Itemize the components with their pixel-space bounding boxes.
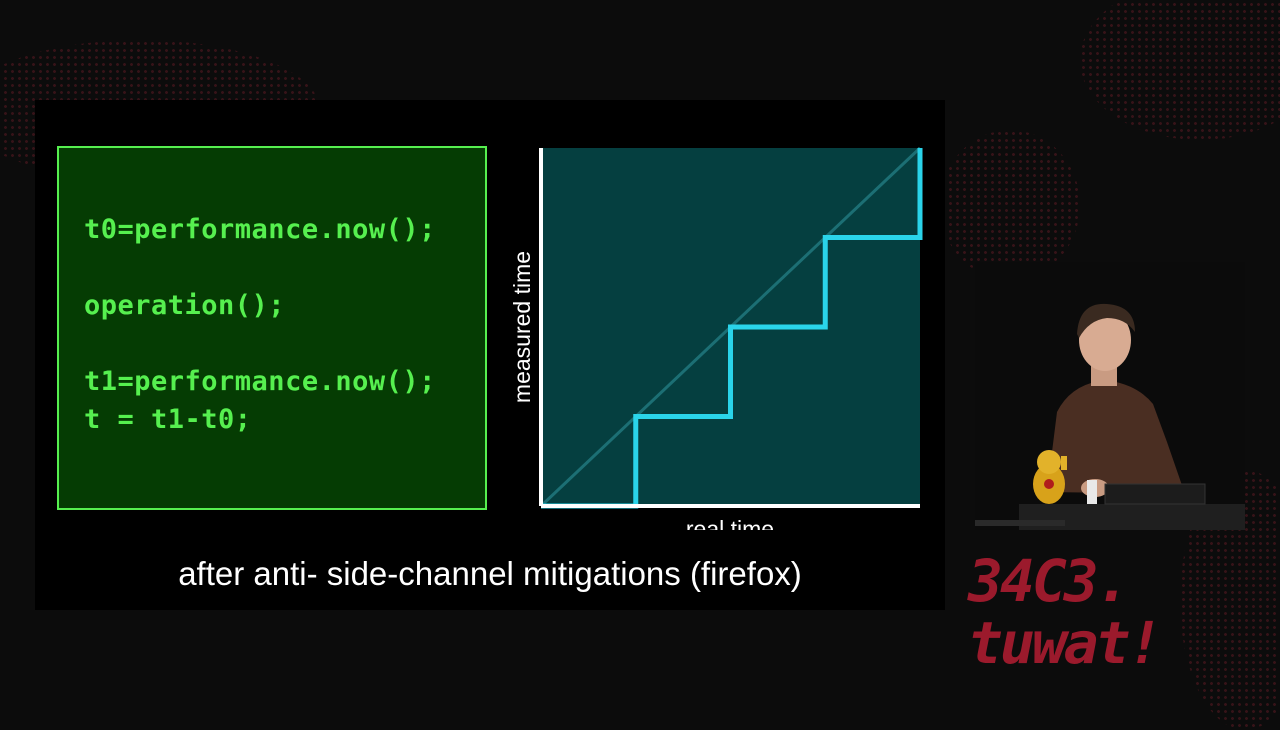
speaker-video <box>975 262 1245 530</box>
step-series-line <box>541 148 923 509</box>
y-axis-label: measured time <box>510 251 535 403</box>
background-texture <box>1080 0 1280 140</box>
timing-chart: real time measured time <box>510 146 923 530</box>
logo-line: tuwat! <box>968 609 1163 677</box>
background-texture <box>940 130 1080 280</box>
code-line: t0=performance.now(); <box>84 214 436 245</box>
speaker-image <box>975 262 1245 530</box>
x-axis-label: real time <box>686 516 774 530</box>
slide-caption: after anti- side-channel mitigations (fi… <box>178 555 802 592</box>
event-logo: 34C3. tuwat! <box>968 552 1180 682</box>
code-line: t = t1-t0; <box>84 404 252 435</box>
code-line: t1=performance.now(); <box>84 366 436 397</box>
code-line: operation(); <box>84 290 286 321</box>
code-panel: t0=performance.now(); operation(); t1=pe… <box>57 146 487 510</box>
logo-line: 34C3. <box>968 547 1131 615</box>
presentation-slide: t0=performance.now(); operation(); t1=pe… <box>35 100 945 610</box>
